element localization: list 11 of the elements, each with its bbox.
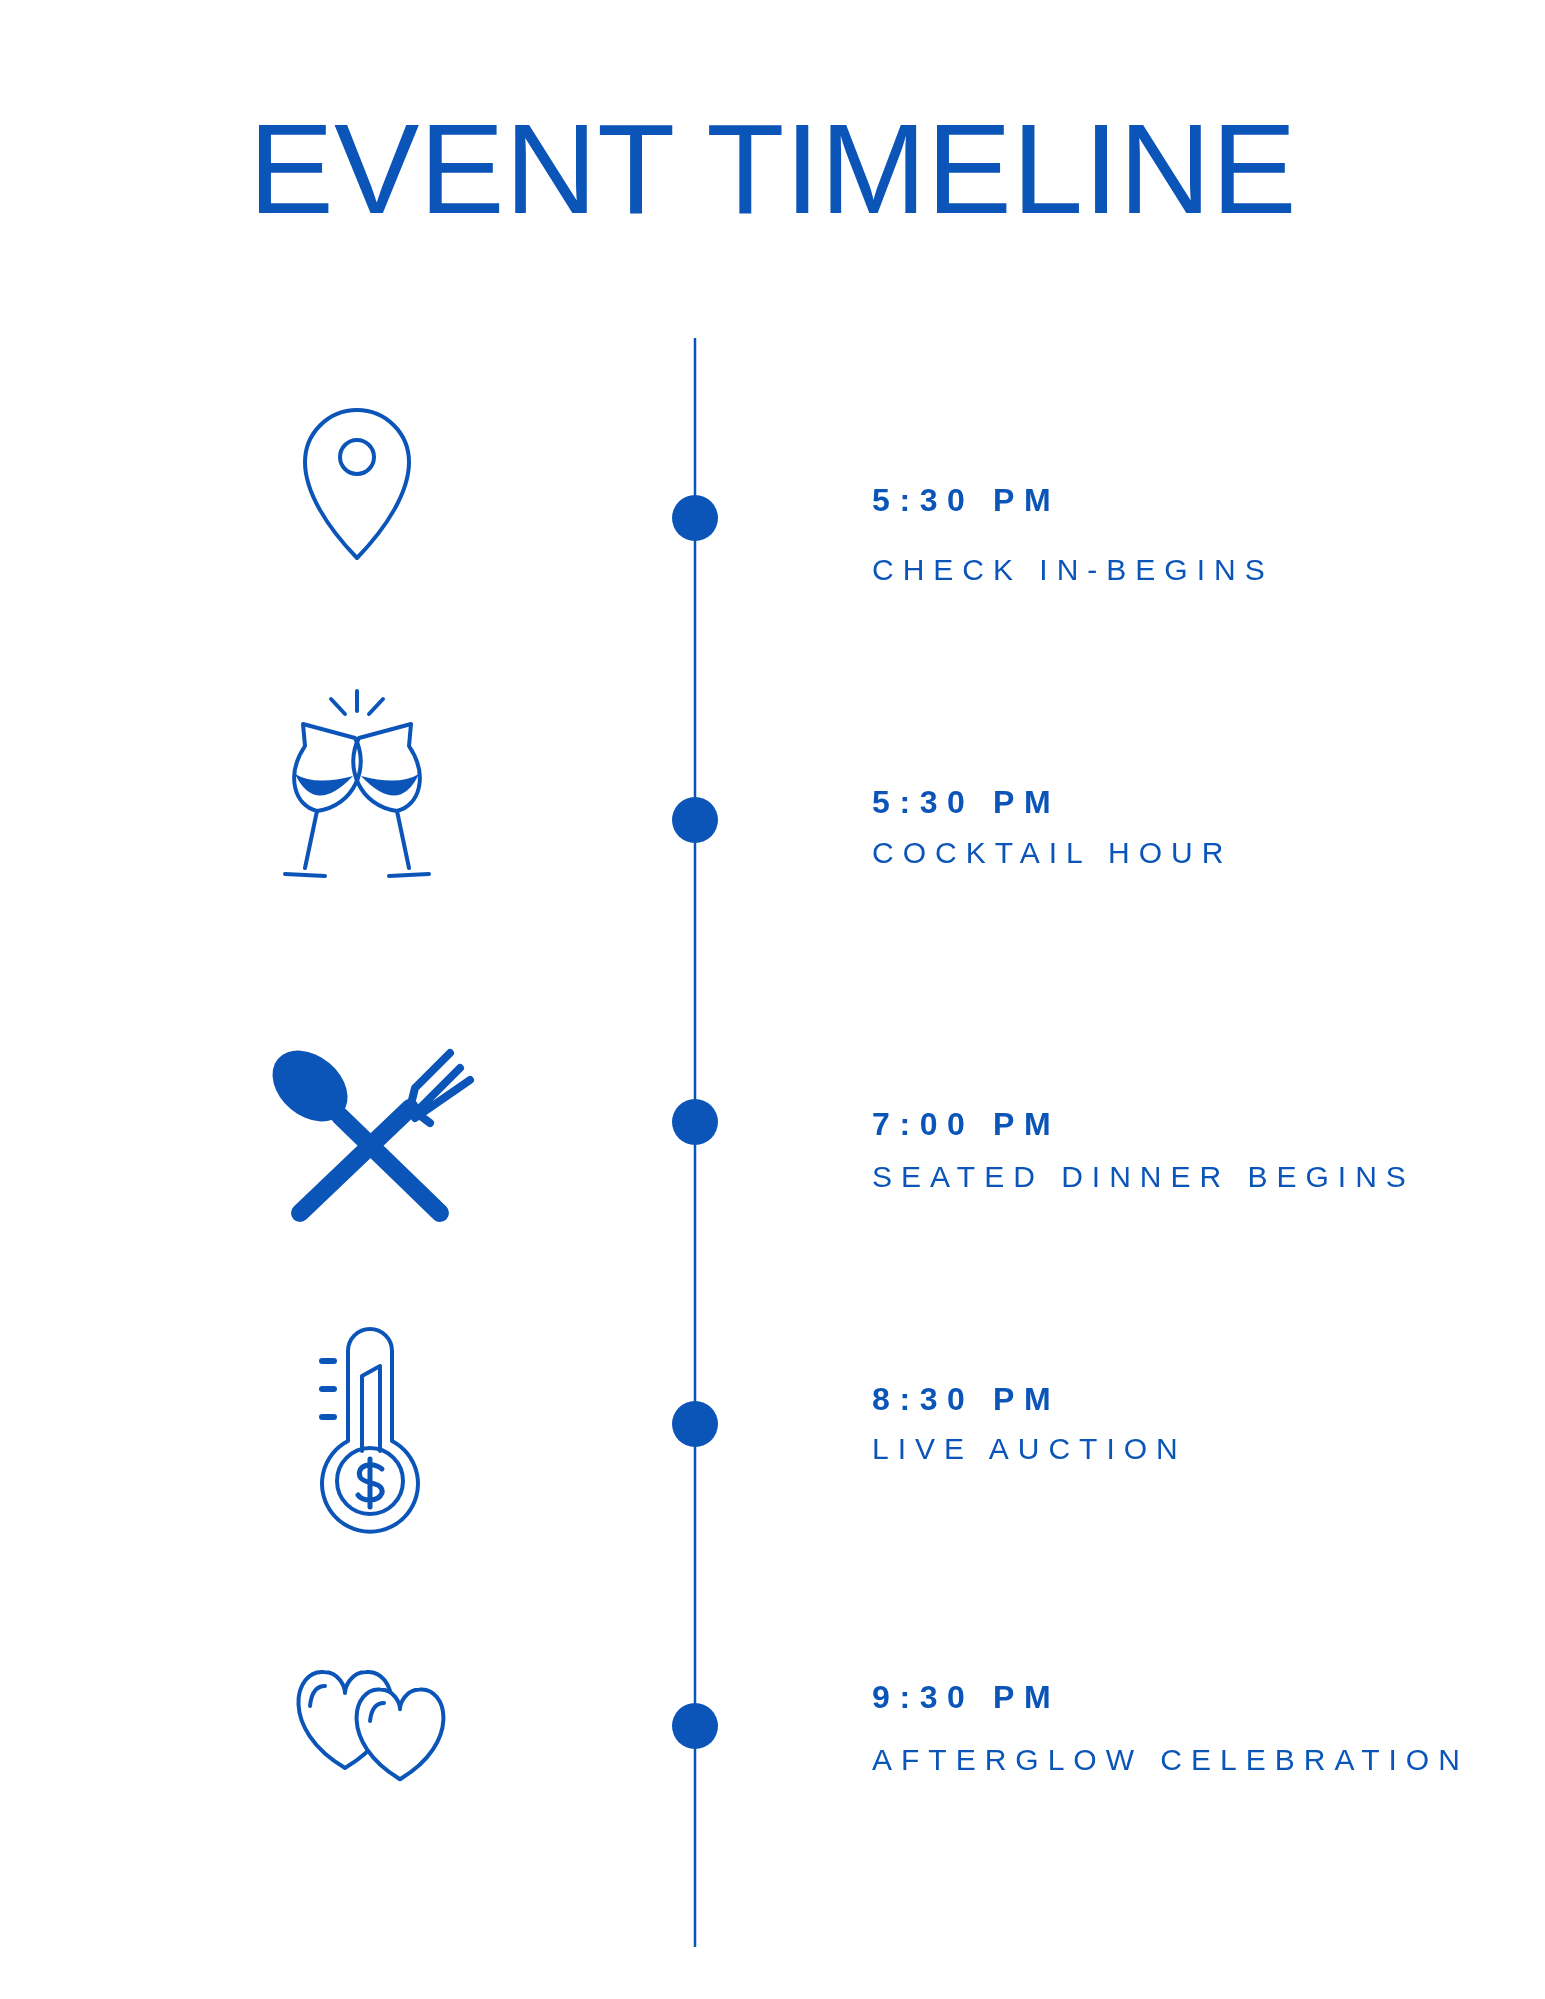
event-label: COCKTAIL HOUR xyxy=(872,838,1233,868)
time-label: 8:30 PM xyxy=(872,1383,1061,1415)
event-label: SEATED DINNER BEGINS xyxy=(872,1162,1415,1192)
time-label: 5:30 PM xyxy=(872,786,1061,818)
event-label: AFTERGLOW CELEBRATION xyxy=(872,1745,1469,1775)
time-label: 9:30 PM xyxy=(872,1681,1061,1713)
event-label: LIVE AUCTION xyxy=(872,1434,1187,1464)
time-label: 5:30 PM xyxy=(872,484,1061,516)
event-label: CHECK IN-BEGINS xyxy=(872,555,1274,585)
title: EVENT TIMELINE xyxy=(247,105,1298,233)
time-label: 7:00 PM xyxy=(872,1108,1061,1140)
